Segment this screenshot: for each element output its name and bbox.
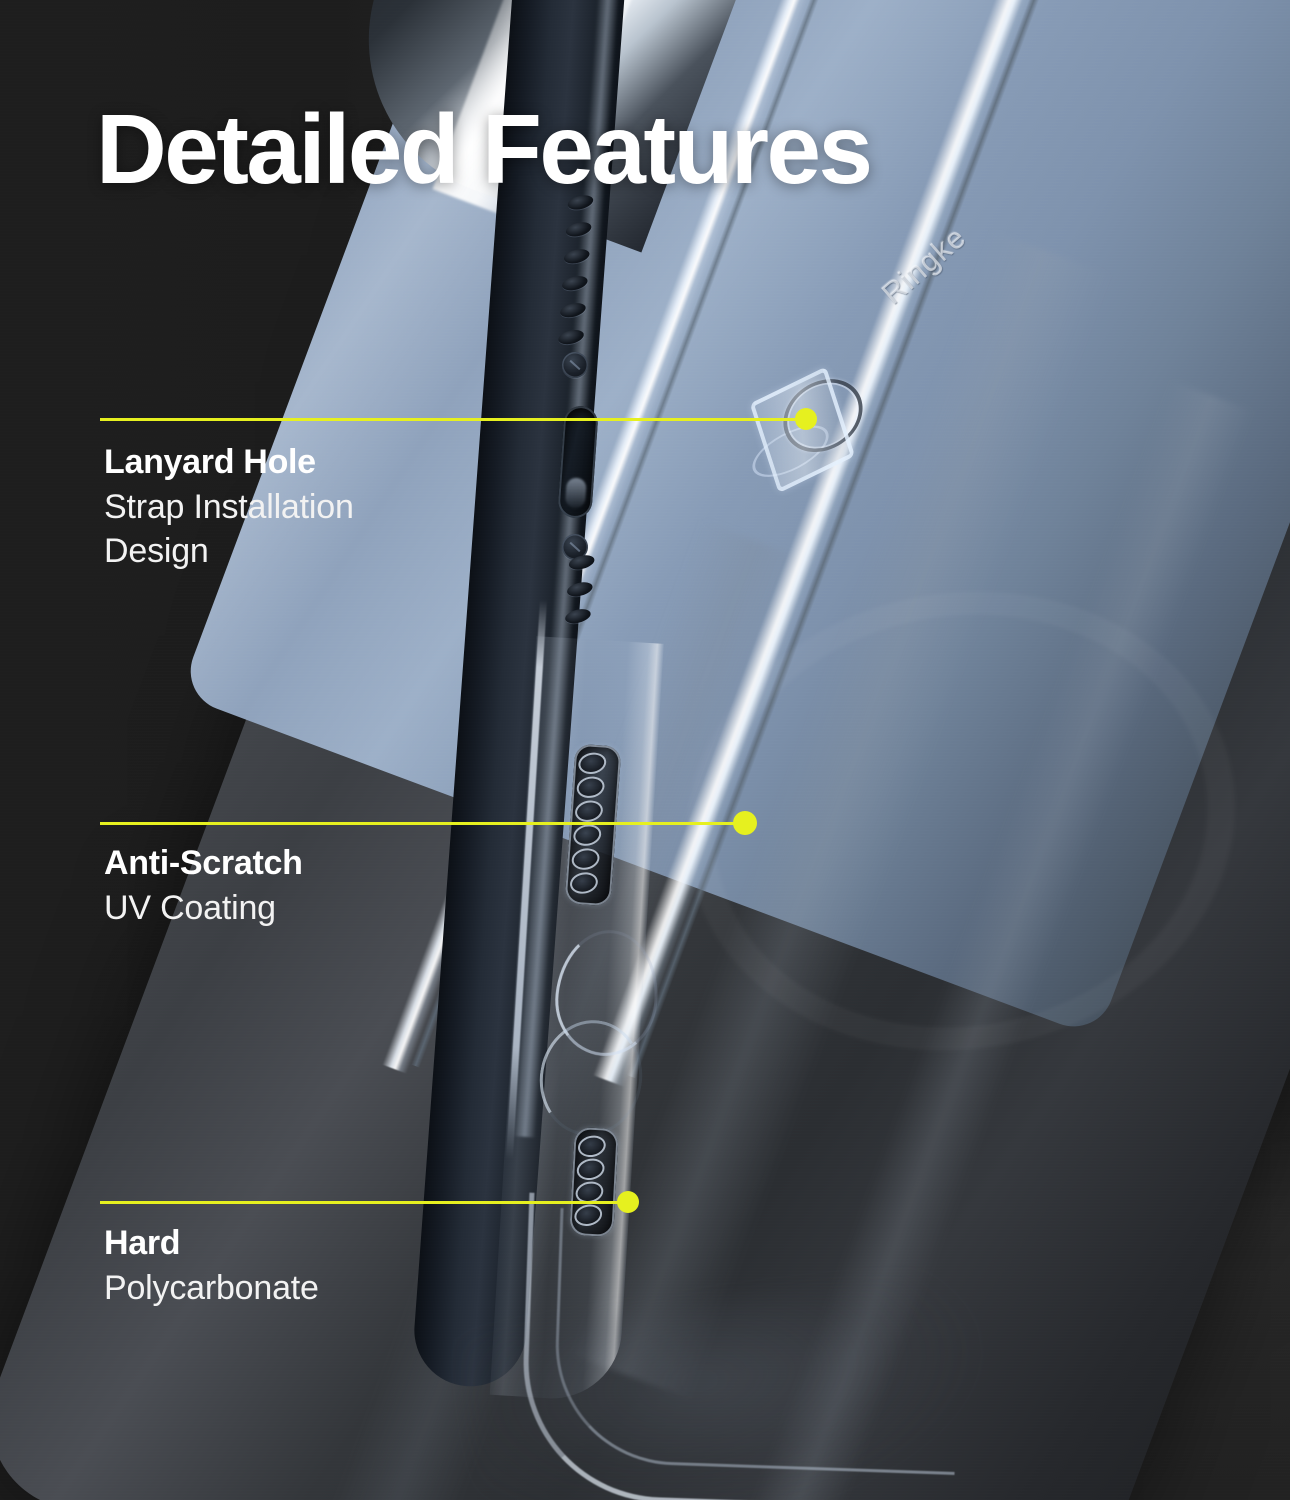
callout-subtitle-line-1: UV Coating (104, 888, 276, 927)
callout-marker-dot (733, 811, 757, 835)
callout-subtitle-line-1: Polycarbonate (104, 1268, 319, 1307)
callout-marker-dot (795, 408, 817, 430)
callout-leader-line (100, 418, 800, 421)
callout-subtitle-line-2: Design (104, 531, 209, 570)
callout-marker-dot (617, 1191, 639, 1213)
callout-leader-line (100, 822, 740, 825)
callout-title: Hard (104, 1224, 181, 1262)
callout-leader-line (100, 1201, 623, 1204)
callout-title: Lanyard Hole (104, 443, 316, 481)
callout-title: Anti-Scratch (104, 844, 303, 882)
callout-text-block: Lanyard Hole Strap Installation Design (104, 441, 354, 573)
callout-text-block: Hard Polycarbonate (104, 1222, 319, 1310)
page-title: Detailed Features (96, 94, 873, 204)
callout-text-block: Anti-Scratch UV Coating (104, 842, 303, 930)
callout-subtitle-line-1: Strap Installation (104, 487, 354, 526)
